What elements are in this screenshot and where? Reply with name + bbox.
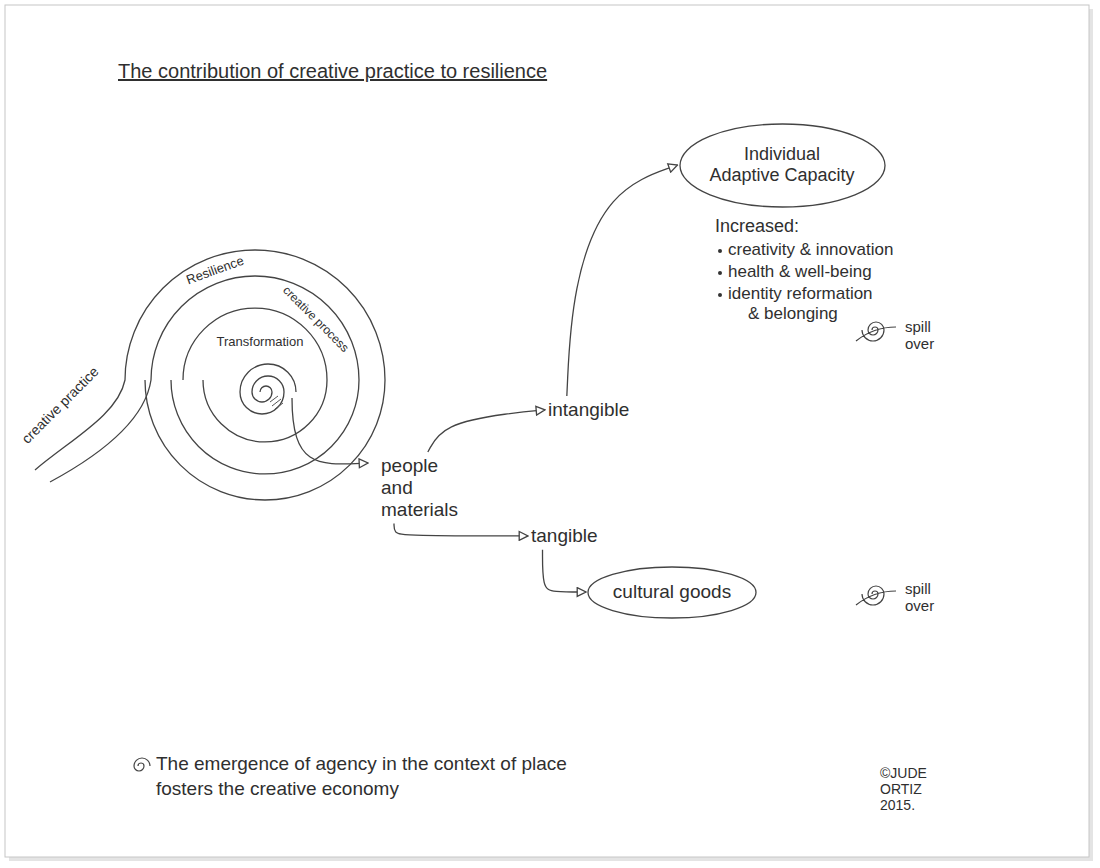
list-item: creativity & innovation	[728, 240, 893, 260]
core-hatching	[270, 396, 283, 409]
note-symbol	[134, 758, 150, 771]
node-text-block: cultural goods	[613, 581, 734, 603]
flow-arrow	[543, 550, 586, 592]
node-text: Individual Adaptive Capacity	[708, 144, 856, 185]
node-text: people and materials	[381, 455, 458, 521]
diagram-title: The contribution of creative practice to…	[118, 60, 547, 83]
bullet-dot	[718, 271, 722, 275]
bullet-dot	[718, 293, 722, 297]
ellipse-shape	[680, 124, 885, 207]
bullet-dot	[718, 249, 722, 253]
spill-over-symbol	[856, 322, 896, 341]
paper-frame	[5, 5, 1089, 857]
band-label: Transformation	[217, 335, 304, 348]
spiral-band	[50, 276, 359, 482]
spiral-band	[183, 308, 327, 442]
list-heading: Increased:	[715, 216, 799, 237]
node-text: cultural goods	[613, 581, 734, 603]
node-text: intangible	[548, 399, 629, 421]
source-term: people and materials	[378, 452, 461, 524]
node-text-block: Individual Adaptive Capacity	[708, 144, 858, 185]
node-text: tangible	[531, 525, 598, 547]
capacity-ellipse: Individual Adaptive Capacity	[678, 122, 887, 209]
outcome-term: tangible	[528, 522, 601, 550]
footnote: The emergence of agency in the context o…	[156, 752, 596, 801]
spill-over-label: spill over	[905, 318, 934, 353]
spiral-outflow-arrow	[292, 398, 368, 464]
flow-arrow	[428, 410, 545, 452]
copyright: ©JUDE ORTIZ 2015.	[880, 765, 927, 813]
spill-over-symbol	[856, 586, 896, 605]
list-item: health & well-being	[728, 262, 872, 282]
list-item: identity reformation & belonging	[728, 284, 883, 323]
goods-ellipse: cultural goods	[586, 565, 758, 620]
flow-arrow	[394, 524, 528, 536]
ellipse-shape	[588, 567, 756, 618]
flow-arrow	[567, 165, 678, 396]
spill-over-label: spill over	[905, 580, 934, 615]
spiral-core	[240, 364, 296, 414]
outcome-term: intangible	[545, 396, 632, 424]
